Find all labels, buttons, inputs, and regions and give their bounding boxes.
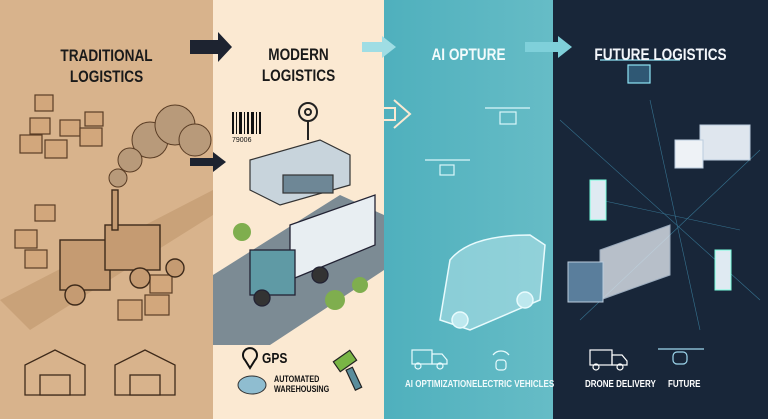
scanner-icon bbox=[332, 349, 363, 391]
truck-icon bbox=[674, 124, 751, 169]
drone-icon bbox=[658, 348, 704, 365]
antenna-icon bbox=[298, 102, 318, 140]
gps-pin-icon bbox=[242, 347, 258, 370]
drone-icon bbox=[425, 107, 530, 176]
panel-title: FUTURE LOGISTICS bbox=[594, 45, 727, 64]
van-icon bbox=[439, 234, 546, 331]
van-icon bbox=[411, 349, 448, 370]
pallet-icon bbox=[237, 375, 267, 395]
smoke-icon bbox=[108, 104, 212, 188]
arrow-right-icon bbox=[190, 152, 226, 172]
panel-title: AI OPTURE bbox=[431, 45, 506, 64]
ev-charger-icon bbox=[492, 350, 510, 371]
arrow-right-icon bbox=[525, 36, 572, 58]
arrow-right-icon bbox=[362, 36, 396, 58]
drone-icon bbox=[600, 59, 680, 84]
arrow-right-icon bbox=[364, 99, 412, 129]
arrow-right-icon bbox=[190, 32, 232, 62]
warehouse-icon bbox=[249, 139, 351, 206]
electric-vehicles-label: ELECTRIC VEHICLES bbox=[472, 379, 555, 390]
drone-delivery-label: DRONE DELIVERY bbox=[585, 379, 656, 390]
panel-ai bbox=[384, 0, 553, 419]
future-label: FUTURE bbox=[668, 379, 701, 390]
barcode-icon bbox=[232, 112, 261, 134]
gps-label: GPS bbox=[262, 350, 288, 367]
ev-charger-icon bbox=[589, 179, 732, 291]
truck-icon bbox=[249, 194, 376, 307]
barn-icon bbox=[24, 349, 176, 396]
tree-icon bbox=[233, 223, 368, 310]
boxes-icon bbox=[14, 94, 173, 321]
truck-icon bbox=[567, 224, 671, 303]
delivery-truck-icon bbox=[589, 349, 628, 371]
ai-optimization-label: AI OPTIMIZATION bbox=[405, 379, 472, 390]
semi-truck-icon bbox=[59, 189, 185, 306]
barcode-number: 79006 bbox=[232, 137, 252, 144]
